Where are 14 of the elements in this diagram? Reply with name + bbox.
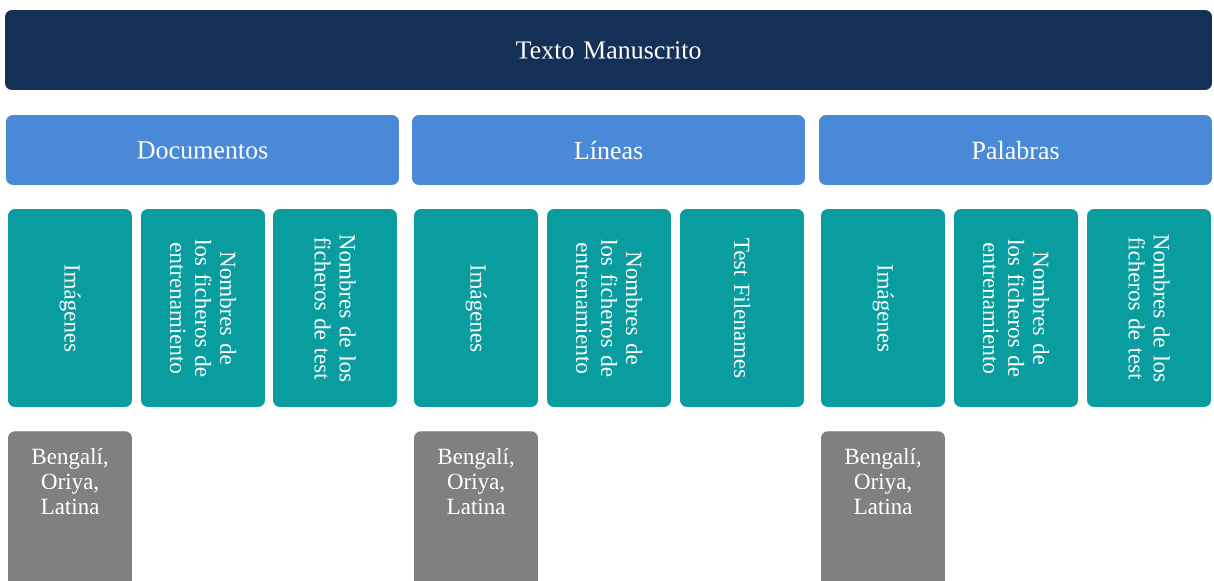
- item-box: Nombres de los ficheros de entrenamiento: [547, 209, 671, 407]
- category-box: Líneas: [412, 115, 805, 185]
- item-box: Nombres de los ficheros de entrenamiento: [954, 209, 1078, 407]
- language-box: Bengalí, Oriya, Latina: [8, 431, 132, 581]
- language-box: Bengalí, Oriya, Latina: [414, 431, 538, 581]
- title-bar: Texto Manuscrito: [5, 10, 1212, 90]
- category-box: Palabras: [819, 115, 1212, 185]
- language-box: Bengalí, Oriya, Latina: [821, 431, 945, 581]
- item-box: Imágenes: [821, 209, 945, 407]
- category-box: Documentos: [6, 115, 399, 185]
- item-box: Nombres de los ficheros de entrenamiento: [141, 209, 265, 407]
- item-box: Test Filenames: [680, 209, 804, 407]
- item-box: Imágenes: [8, 209, 132, 407]
- item-box: Imágenes: [414, 209, 538, 407]
